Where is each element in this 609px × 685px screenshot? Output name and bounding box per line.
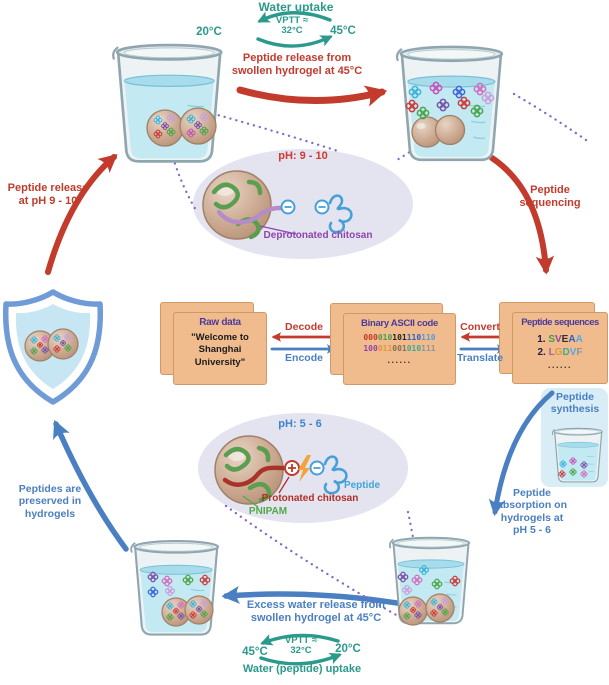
temp-45c-bottom: 45°C xyxy=(242,646,268,658)
translate-label: Translate xyxy=(456,352,504,364)
raw-data-body: "Welcome to Shanghai University" xyxy=(191,332,249,368)
preserved-label: Peptides are preserved in hydrogels xyxy=(18,483,82,520)
beaker-top-right xyxy=(395,45,504,162)
water-peptide-uptake-label: Water (peptide) uptake xyxy=(242,663,362,675)
bottom-cycle-arrow-left xyxy=(260,633,340,646)
label-pointer xyxy=(278,476,290,494)
sequence-1: 1. SVEAA xyxy=(537,334,583,345)
sequencing-label: Peptide sequencing xyxy=(519,184,581,209)
left-release-label: Peptide release at pH 9 - 10 xyxy=(7,182,89,207)
arrow-peptide-absorption xyxy=(488,390,555,517)
temp-45c-top: 45°C xyxy=(330,25,356,37)
negative-charge-icon xyxy=(309,460,325,476)
top-cycle-arrow-left xyxy=(257,11,332,23)
water-uptake-label: Water uptake xyxy=(258,0,334,14)
beaker-top-left xyxy=(111,43,223,163)
binary-line-2: 100011001010111 xyxy=(363,344,436,354)
raw-data-title: Raw data xyxy=(199,317,241,328)
label-pointer xyxy=(242,495,259,508)
negative-charge-icon xyxy=(314,199,330,215)
sequence-2: 2. LGDVF xyxy=(537,347,583,358)
protection-shield-icon xyxy=(2,289,104,405)
binary-title: Binary ASCII code xyxy=(361,318,438,329)
vptt-top-label: VPTT ≈ 32°C xyxy=(275,15,309,37)
arrow-preserved xyxy=(53,419,129,552)
cycle-arrows xyxy=(256,11,342,666)
binary-line-1: 000010101110110 xyxy=(363,333,436,342)
temp-20c-bottom: 20°C xyxy=(335,643,361,655)
arrow-peptide-release-top xyxy=(236,85,388,107)
deprotonated-chitosan-figure xyxy=(202,170,353,240)
positive-charge-icon xyxy=(284,460,300,476)
excess-water-label: Excess water release from swollen hydrog… xyxy=(246,599,386,624)
chitosan-chain xyxy=(216,205,283,225)
electrostatic-interaction-icon xyxy=(298,455,311,482)
beaker-bottom-right xyxy=(388,536,471,626)
deprotonated-chitosan-label: Deprotonated chitosan xyxy=(263,230,373,241)
sequences-ellipsis: ...... xyxy=(547,360,572,370)
sequences-title: Peptide sequences xyxy=(521,317,599,328)
vptt-bottom-label: VPTT ≈ 32°C xyxy=(284,635,318,657)
binary-card: Binary ASCII code 000010101110110 100011… xyxy=(343,313,456,385)
dotted-connectors xyxy=(166,92,588,618)
beaker-bottom-left xyxy=(130,540,220,636)
binary-ellipsis: ...... xyxy=(387,355,412,366)
free-peptide-squiggle xyxy=(328,194,353,234)
negative-charge-icon xyxy=(280,199,296,215)
card-arrows xyxy=(270,332,508,354)
flow-arrows xyxy=(45,85,555,610)
convert-label: Convert xyxy=(460,321,500,333)
arrow-release-ph9-10 xyxy=(45,153,118,275)
synthesis-label: Peptide synthesis xyxy=(550,391,600,416)
pnipam-label: PNIPAM xyxy=(248,506,288,517)
absorption-label: Peptide absorption on hydrogels at pH 5 … xyxy=(497,487,567,537)
arrow-peptide-sequencing xyxy=(489,155,555,275)
arrow-excess-water xyxy=(221,585,425,610)
free-peptide-squiggle xyxy=(323,455,348,495)
raw-data-card: Raw data "Welcome to Shanghai University… xyxy=(173,312,267,385)
label-pointer xyxy=(259,225,297,235)
ph-5-6-label: pH: 5 - 6 xyxy=(278,418,322,430)
beaker-synthesis xyxy=(551,427,603,483)
top-cycle-arrow-right xyxy=(256,35,333,48)
encode-label: Encode xyxy=(285,352,323,364)
protonated-chitosan-label: Protonated chitosan xyxy=(261,493,359,504)
peptide-label: Peptide xyxy=(343,480,381,491)
bottom-cycle-arrow-right xyxy=(259,652,342,666)
sequences-card: Peptide sequences 1. SVEAA 2. LGDVF ....… xyxy=(512,312,608,384)
decode-label: Decode xyxy=(285,321,323,333)
protonated-chitosan-figure xyxy=(214,435,348,508)
ph-9-10-label: pH: 9 - 10 xyxy=(278,150,328,162)
chitosan-chain xyxy=(222,465,286,487)
top-release-label: Peptide release from swollen hydrogel at… xyxy=(231,52,363,77)
temp-20c-top: 20°C xyxy=(196,26,222,38)
